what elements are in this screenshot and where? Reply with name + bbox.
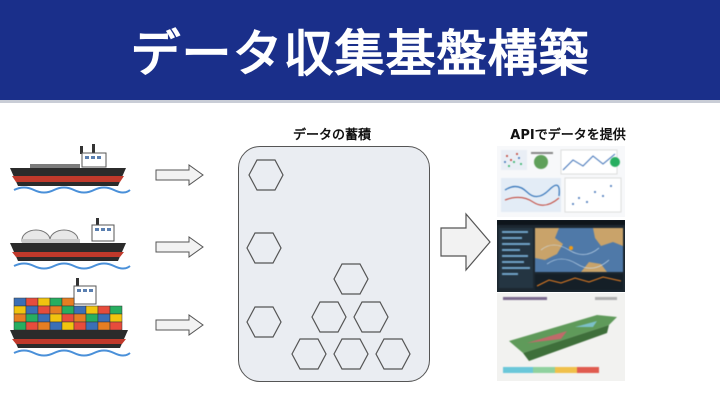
container-ship-icon bbox=[10, 278, 131, 357]
big-arrow-right-icon bbox=[440, 212, 491, 272]
hexagon-icon bbox=[333, 338, 369, 370]
hexagon-icon bbox=[291, 338, 327, 370]
hexagon-icon bbox=[333, 263, 369, 295]
arrow-right-icon bbox=[155, 314, 204, 336]
dashboard-screenshot bbox=[497, 146, 625, 217]
hexagon-icon bbox=[248, 159, 284, 191]
hexagon-icon bbox=[311, 301, 347, 333]
map-monitor-screenshot bbox=[497, 220, 625, 292]
arrow-right-icon bbox=[155, 236, 204, 258]
hexagon-icon bbox=[375, 338, 411, 370]
hexagon-cluster bbox=[246, 159, 411, 370]
hull-model-screenshot bbox=[497, 293, 625, 381]
data-storage-box bbox=[238, 146, 430, 382]
api-label: APIでデータを提供 bbox=[510, 128, 626, 143]
title-banner: データ収集基盤構築 bbox=[0, 0, 720, 103]
page-title: データ収集基盤構築 bbox=[130, 25, 590, 83]
hexagon-icon bbox=[246, 306, 282, 338]
arrow-right-icon bbox=[155, 164, 204, 186]
storage-label: データの蓄積 bbox=[292, 128, 371, 143]
lng-tanker-ship-icon bbox=[10, 144, 131, 194]
hexagon-icon bbox=[246, 232, 282, 264]
lng-carrier-ship-icon bbox=[10, 218, 131, 270]
hexagon-icon bbox=[353, 301, 389, 333]
